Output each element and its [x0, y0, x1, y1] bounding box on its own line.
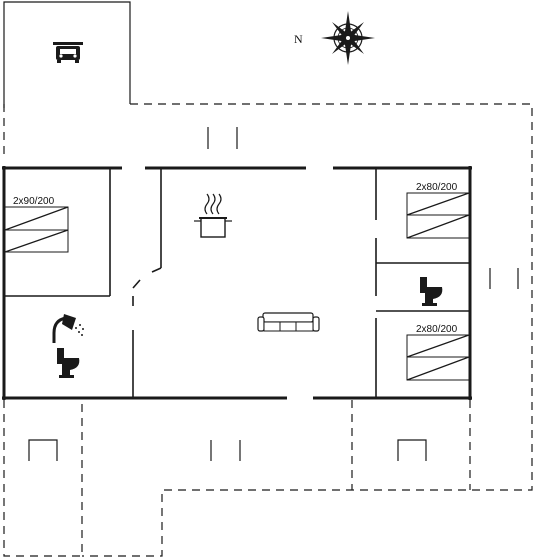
- bed-label-bedroom-ne: 2x80/200: [416, 182, 458, 193]
- bed-bedroom-west: [4, 206, 69, 253]
- bed-label-bedroom-west: 2x90/200: [13, 196, 55, 207]
- sofa-icon: [257, 312, 320, 332]
- car-icon: [53, 42, 83, 63]
- bed-bedroom-se: [406, 334, 470, 381]
- parking-area-outline: [3, 1, 131, 108]
- toilet-icon: [420, 277, 443, 306]
- outdoor-shelter-right: [397, 439, 427, 461]
- shower-icon: [52, 314, 84, 343]
- bed-label-bedroom-se: 2x80/200: [416, 324, 458, 335]
- bed-bedroom-ne: [406, 192, 470, 239]
- toilet-icon: [57, 348, 80, 378]
- exterior-walls: [2, 166, 472, 400]
- interior-walls: [4, 168, 470, 398]
- terrace-dashed-outline: [3, 103, 533, 557]
- compass-rose-icon: [321, 11, 375, 65]
- compass-north-label: N: [294, 32, 303, 46]
- cooking-pot-icon: [194, 193, 232, 238]
- outdoor-markers: [207, 127, 519, 461]
- outdoor-shelter-left: [28, 439, 58, 461]
